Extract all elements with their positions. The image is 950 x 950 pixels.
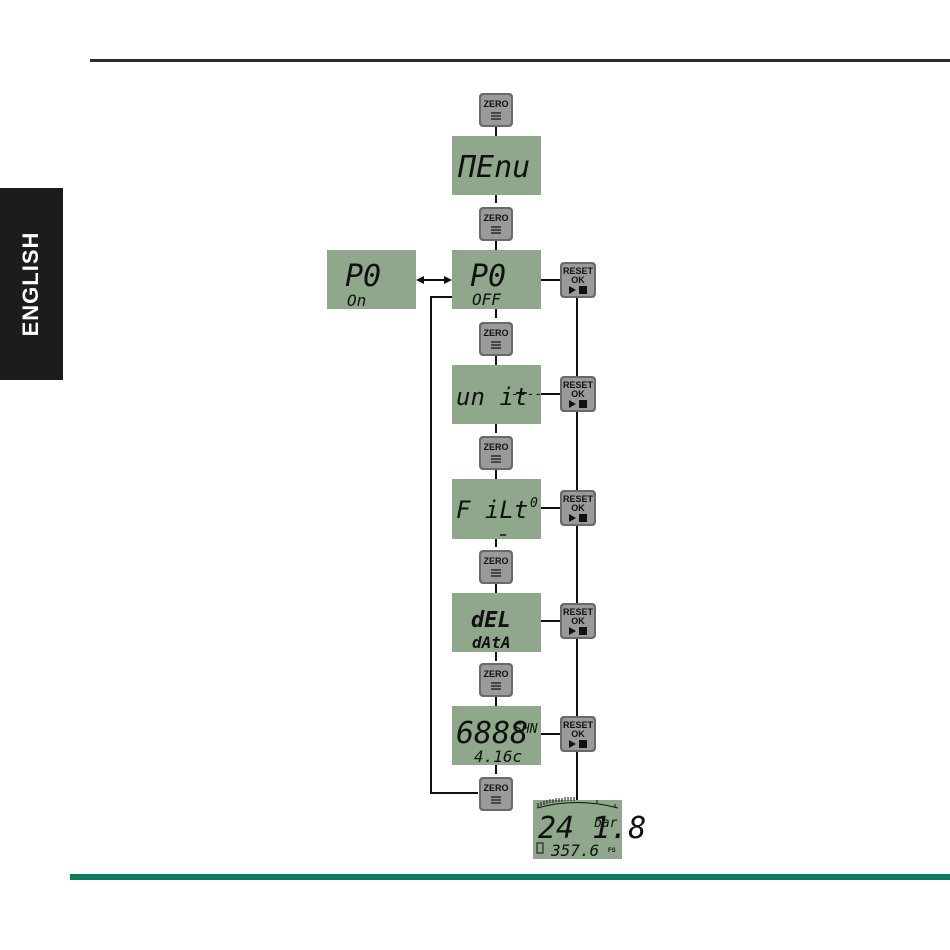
lcd-filt-text: F iLt: [456, 496, 528, 524]
zero-button[interactable]: ZERO: [479, 663, 513, 697]
ok-label: OK: [571, 503, 585, 513]
lcd-shn-sub: 4.16c: [474, 747, 522, 766]
zero-button-label: ZERO: [483, 556, 508, 566]
zero-button[interactable]: ZERO: [479, 436, 513, 470]
zero-button[interactable]: ZERO: [479, 93, 513, 127]
lcd-p0-off-text: P0: [470, 259, 506, 294]
ok-label: OK: [571, 729, 585, 739]
lcd-shn-side: SHN: [514, 722, 538, 737]
double-arrow-icon: [416, 276, 452, 284]
bottom-rule: [70, 874, 950, 880]
lcd-final-reading: 24 1.8 bar 357.6 FS: [533, 797, 646, 860]
lcd-menu-text: ΠEnu: [457, 150, 530, 185]
lcd-del-sub: dAtA: [472, 633, 511, 652]
lcd-unit-side: ----: [511, 387, 542, 402]
lcd-p0-on-text: P0: [345, 259, 381, 294]
ok-label: OK: [571, 275, 585, 285]
lcd-p0-on: P0 On: [327, 250, 416, 310]
lcd-menu: ΠEnu: [452, 136, 541, 195]
lcd-final-sub: 357.6: [550, 841, 599, 860]
zero-button-label: ZERO: [483, 669, 508, 679]
lcd-p0-off: P0 OFF: [452, 250, 541, 309]
lcd-final-fs: FS: [608, 848, 616, 854]
lcd-filt: F iLt 0: [452, 479, 541, 539]
zero-button[interactable]: ZERO: [479, 550, 513, 584]
lcd-unit: un it ----: [452, 365, 542, 424]
lcd-final-unit: bar: [594, 816, 618, 831]
reset-ok-button[interactable]: RESET OK: [560, 716, 596, 752]
reset-ok-button[interactable]: RESET OK: [560, 262, 596, 298]
reset-ok-button[interactable]: RESET OK: [560, 376, 596, 412]
zero-button-label: ZERO: [483, 783, 508, 793]
zero-button[interactable]: ZERO: [479, 777, 513, 811]
zero-button[interactable]: ZERO: [479, 207, 513, 241]
lcd-shn: 6888 SHN 4.16c: [452, 706, 541, 766]
lcd-p0-off-sub: OFF: [472, 290, 501, 309]
reset-ok-button[interactable]: RESET OK: [560, 603, 596, 639]
zero-button[interactable]: ZERO: [479, 322, 513, 356]
zero-button-label: ZERO: [483, 99, 508, 109]
lcd-del-text: dEL: [471, 608, 511, 633]
lcd-p0-on-sub: On: [347, 291, 366, 310]
zero-button-label: ZERO: [483, 213, 508, 223]
lcd-filt-side: 0: [530, 496, 538, 511]
lcd-del-data: dEL dAtA: [452, 593, 541, 652]
zero-button-label: ZERO: [483, 442, 508, 452]
reset-ok-button[interactable]: RESET OK: [560, 490, 596, 526]
ok-label: OK: [571, 616, 585, 626]
zero-button-label: ZERO: [483, 328, 508, 338]
ok-label: OK: [571, 389, 585, 399]
